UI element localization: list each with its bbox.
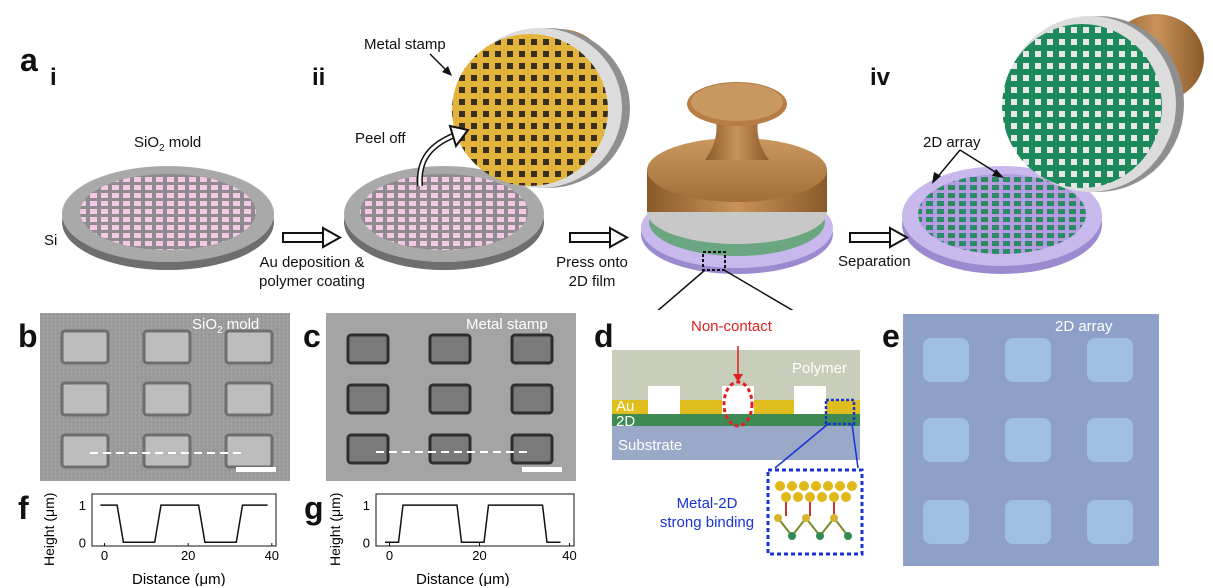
step-i-numeral: i bbox=[50, 64, 57, 91]
panel-g-letter: g bbox=[304, 490, 324, 526]
2d-layer-label: 2D bbox=[616, 413, 636, 430]
process-arrow-1 bbox=[282, 226, 343, 249]
height-profile-line bbox=[385, 504, 561, 544]
x-axis-label: Distance (μm) bbox=[416, 571, 510, 586]
x-tick-label: 20 bbox=[472, 548, 486, 563]
panel-d-letter: d bbox=[594, 318, 614, 354]
y-axis-label: Height (μm) bbox=[41, 493, 57, 566]
x-tick-label: 40 bbox=[562, 548, 576, 563]
panel-b-letter: b bbox=[18, 318, 38, 354]
y-tick-label: 0 bbox=[79, 535, 86, 550]
panel-f-letter: f bbox=[18, 490, 29, 526]
panel-a-letter: a bbox=[20, 42, 38, 78]
wafer-ii bbox=[344, 166, 544, 270]
metal-stamp-label: Metal stamp bbox=[364, 36, 446, 53]
panel-c-letter: c bbox=[303, 318, 321, 354]
non-contact-label: Non-contact bbox=[691, 318, 772, 335]
plot-frame bbox=[91, 493, 277, 547]
plot-frame bbox=[375, 493, 575, 547]
y-axis-label: Height (μm) bbox=[327, 493, 343, 566]
sio2-mold-label: SiO2 mold bbox=[134, 134, 202, 154]
si-label: Si bbox=[44, 232, 58, 249]
height-profile-f: Height (μm) Distance (μm) 0 20 40 1 0 bbox=[41, 493, 279, 586]
peel-off-label: Peel off bbox=[355, 130, 406, 147]
x-axis-label: Distance (μm) bbox=[132, 571, 226, 586]
metal-stamp-ii bbox=[452, 28, 630, 188]
2d-array-label: 2D array bbox=[923, 134, 981, 151]
sem-b-label: SiO2 mold bbox=[192, 316, 260, 336]
arrow-1-label: Au deposition &polymer coating bbox=[259, 254, 365, 290]
x-tick-label: 0 bbox=[101, 548, 108, 563]
sem-image-b bbox=[40, 313, 290, 481]
au-label: Au bbox=[616, 398, 635, 415]
x-tick-label: 20 bbox=[181, 548, 195, 563]
stamp-iv bbox=[1002, 14, 1204, 192]
panel-e-letter: e bbox=[882, 318, 900, 354]
arrow-3-label: Separation bbox=[838, 253, 911, 270]
process-arrow-3 bbox=[849, 226, 910, 249]
step-iv-numeral: iv bbox=[870, 64, 891, 91]
height-profile-g: Height (μm) Distance (μm) 0 20 40 1 0 bbox=[327, 493, 577, 586]
panel-a-illustration bbox=[62, 14, 1204, 310]
panel-d-schematic bbox=[612, 346, 864, 556]
optical-e-label: 2D array bbox=[1055, 318, 1113, 335]
height-profile-line bbox=[100, 504, 268, 544]
stamp-on-film-iii bbox=[641, 82, 833, 274]
y-tick-label: 1 bbox=[363, 498, 370, 513]
sem-c-label: Metal stamp bbox=[466, 316, 548, 333]
wafer-i bbox=[62, 166, 274, 270]
zoom-box bbox=[702, 251, 726, 271]
substrate-label: Substrate bbox=[618, 437, 683, 454]
x-tick-label: 40 bbox=[265, 548, 279, 563]
y-tick-label: 1 bbox=[79, 498, 86, 513]
wafer-iv bbox=[902, 166, 1102, 274]
y-tick-label: 0 bbox=[363, 535, 370, 550]
step-ii-numeral: ii bbox=[312, 64, 326, 91]
x-tick-label: 0 bbox=[386, 548, 393, 563]
process-arrow-2 bbox=[569, 226, 630, 249]
sem-image-c bbox=[326, 313, 576, 481]
polymer-label: Polymer bbox=[792, 360, 848, 377]
optical-image-e bbox=[903, 314, 1159, 566]
